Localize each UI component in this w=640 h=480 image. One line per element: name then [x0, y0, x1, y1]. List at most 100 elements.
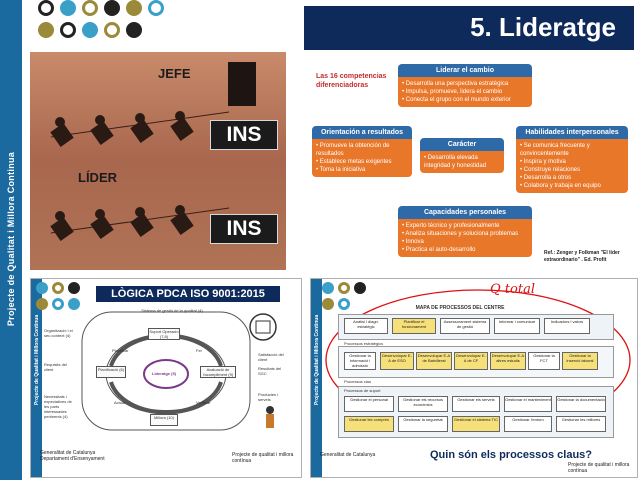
competency-body: • Desarrolla una perspectiva estratégica… — [398, 77, 532, 107]
dot-icon — [36, 298, 48, 310]
footer-project-br: Projecte de qualitat i millora contínua — [568, 462, 630, 474]
process-box: Desenvolupar E-A altres estudis — [490, 352, 526, 370]
competency-item: • Colabora y trabaja en equipo — [520, 183, 601, 189]
workers-pulling-icon — [50, 111, 194, 147]
dot-icon — [82, 0, 98, 16]
slide-sidebar-text: Projecte de Qualitat i Millora Continua — [34, 314, 40, 406]
slide-sidebar: Projecte de Qualitat i Millora Continua — [311, 279, 322, 477]
dot-icon — [52, 282, 64, 294]
strategic-label: Processos estratègics — [344, 341, 384, 346]
footer-org-br: Generalitat de Catalunya — [320, 452, 376, 458]
dot-icon — [38, 0, 54, 16]
dot-icon — [60, 22, 76, 38]
dot-icon — [126, 0, 142, 16]
satisfaction-label: Satisfacció del client — [258, 352, 284, 362]
competency-item: • Promueve la obtención de resultados — [316, 143, 390, 157]
boss-vs-leader-image: JEFE INS LÍDER INS — [30, 52, 286, 270]
dot-icon — [322, 282, 334, 294]
process-box: Gestionar l'entorn — [504, 416, 552, 432]
process-box: Desenvolupar E-A de ESO — [380, 352, 414, 370]
process-box: Gestionar els recursos econòmics — [398, 396, 448, 412]
competency-item: • Conecta el grupo con el mundo exterior — [402, 97, 511, 103]
cycle-center-leadership: Lideratge (5) — [152, 371, 177, 376]
competency-item: • Inspira y motiva — [520, 159, 566, 165]
process-box: Gestionar la inserció laboral — [562, 352, 598, 370]
competency-item: • Se comunica frecuente y convincentemen… — [520, 143, 590, 157]
competency-lead-change: Liderar el cambio • Desarrolla una persp… — [398, 64, 532, 107]
dot-icon — [68, 282, 80, 294]
dot-icon — [82, 22, 98, 38]
process-box: Gestionar el sistema TIC — [452, 416, 500, 432]
iso-stamp-icon — [249, 313, 277, 341]
results-label: Resultats del SGC — [258, 366, 282, 376]
competency-character: Carácter • Desarrolla elevada integridad… — [420, 138, 504, 173]
competency-item: • Desarrolla elevada integridad y honest… — [424, 155, 487, 169]
support-label: Processos de suport — [344, 388, 381, 393]
cycle-planificar: Planificar — [112, 348, 129, 353]
dot-icon — [36, 282, 48, 294]
process-box: Gestionar la seguretat — [398, 416, 448, 432]
competency-item: • Innova — [402, 239, 424, 245]
ins-label-top: INS — [210, 120, 278, 150]
competency-item: • Practica el auto-desarrollo — [402, 247, 476, 253]
competency-body: • Desarrolla elevada integridad y honest… — [420, 151, 504, 173]
process-box: Gestionar les compres — [344, 416, 394, 432]
process-box: Desenvolupar E-A de Batxillerat — [416, 352, 452, 370]
map-title: MAPA DE PROCESSOS DEL CENTRE — [415, 305, 505, 311]
dot-icon — [68, 298, 80, 310]
leader-label: LÍDER — [78, 170, 117, 185]
reference-note: Ref.: Zenger y Folkman "El líder extraor… — [544, 250, 620, 263]
footer-org-bl: Generalitat de Catalunya Departament d'E… — [40, 450, 130, 462]
process-box: Gestionar la FCT — [528, 352, 560, 370]
cycle-do: Suport Operació (7,8) — [148, 328, 180, 340]
cycle-actuar: Actuar — [114, 400, 126, 405]
cycle-act: Millora (10) — [150, 414, 178, 426]
competency-item: • Desarrolla a otros — [520, 175, 572, 181]
stakeholders-label: Necessitats i expectatives de les parts … — [44, 394, 72, 419]
dot-icon — [126, 22, 142, 38]
competency-item: • Establece metas exigentes — [316, 159, 392, 165]
process-box: Informar i comunicar — [494, 318, 540, 334]
cycle-check: Avaluació de l'acompliment (9) — [200, 366, 236, 378]
cycle-plan: Planificació (6) — [96, 366, 126, 378]
competency-body: • Se comunica frecuente y convincentemen… — [516, 139, 628, 193]
dot-icon — [60, 0, 76, 16]
competency-header: Carácter — [420, 138, 504, 151]
competency-personal: Capacidades personales • Experto técnico… — [398, 206, 532, 257]
cycle-fer: Fer — [196, 348, 202, 353]
products-label: Productes i serveis — [258, 392, 279, 402]
competency-item: • Toma la iniciativa — [316, 167, 366, 173]
competency-item: • Construye relaciones — [520, 167, 581, 173]
system-label: Sistema de gestió de la qualitat (4) — [141, 308, 203, 313]
process-box: Assessorament sistema de gestió — [440, 318, 490, 334]
dot-icon — [338, 298, 350, 310]
competencies-label: Las 16 competencias diferenciadoras — [316, 73, 387, 89]
competency-item: • Desarrolla una perspectiva estratégica — [402, 81, 509, 87]
boss-label: JEFE — [158, 66, 191, 81]
slide-sidebar: Projecte de Qualitat i Millora Continua — [31, 279, 42, 477]
sidebar: Projecte de Qualitat i Millora Continua — [0, 0, 22, 480]
dot-icon — [52, 298, 64, 310]
process-box: Planificar el funcionament — [392, 318, 436, 334]
process-box: Desenvolupar E-A de CF — [454, 352, 488, 370]
competency-header: Orientación a resultados — [312, 126, 412, 139]
process-box: Gestionar la informació i admissió — [344, 352, 376, 370]
dot-icon — [104, 0, 120, 16]
dot-icon — [148, 0, 164, 16]
leader-pulling-icon — [50, 205, 194, 241]
context-label: Organització i el seu context (4) — [44, 328, 73, 338]
dot-icon — [354, 282, 366, 294]
competency-header: Capacidades personales — [398, 206, 532, 219]
pdca-title: LÒGICA PDCA ISO 9001:2015 — [96, 286, 280, 302]
process-box: Gestionar les millores — [556, 416, 606, 432]
competency-item: • Analiza situaciones y soluciona proble… — [402, 231, 519, 237]
process-box: Indicadors i valors — [544, 318, 590, 334]
key-processes-question: Quin són els processos claus? — [430, 449, 592, 461]
competency-interpersonal: Habilidades interpersonales • Se comunic… — [516, 126, 628, 193]
process-box: Gestionar el personal — [344, 396, 394, 412]
process-box: Gestionar la documentació — [556, 396, 606, 412]
sidebar-title: Projecte de Qualitat i Millora Continua — [6, 151, 16, 327]
dot-icon — [38, 22, 54, 38]
competency-header: Habilidades interpersonales — [516, 126, 628, 139]
cycle-verificar: Verificar — [196, 400, 211, 405]
